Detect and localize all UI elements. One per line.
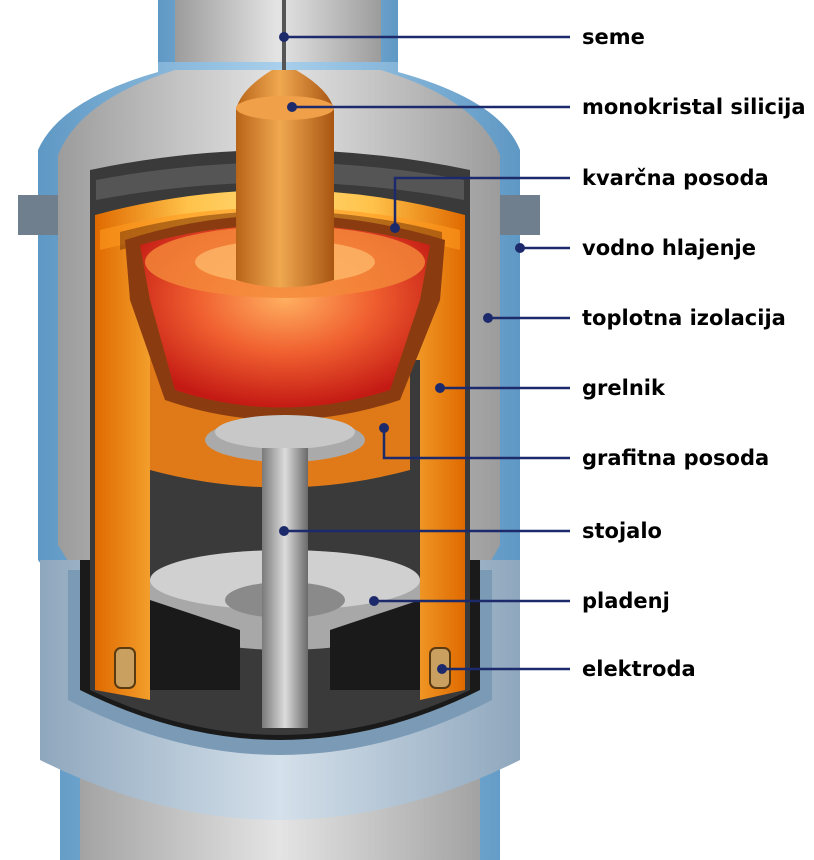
- flange-left: [18, 195, 58, 235]
- label-pladenj: pladenj: [582, 589, 670, 613]
- label-grelnik: grelnik: [582, 376, 665, 400]
- leader-lines: [284, 35, 570, 671]
- label-toplotna: toplotna izolacija: [582, 306, 786, 330]
- neck-tube: [175, 0, 381, 70]
- seed-wire: [282, 0, 286, 92]
- silicon-monocrystal: [236, 70, 334, 288]
- leader-dots: [279, 32, 525, 674]
- pedestal-rod: [262, 448, 308, 728]
- label-kvarcna: kvarčna posoda: [582, 166, 769, 190]
- leader-kvarcna: [393, 176, 570, 228]
- label-monokristal: monokristal silicija: [582, 95, 806, 119]
- label-vodno: vodno hlajenje: [582, 236, 756, 260]
- flange-right: [500, 195, 540, 235]
- label-stojalo: stojalo: [582, 519, 662, 543]
- label-grafitna: grafitna posoda: [582, 446, 770, 470]
- label-elektroda: elektroda: [582, 657, 696, 681]
- label-seme: seme: [582, 25, 645, 49]
- electrode-left: [114, 647, 136, 689]
- leader-grafitna: [382, 428, 570, 460]
